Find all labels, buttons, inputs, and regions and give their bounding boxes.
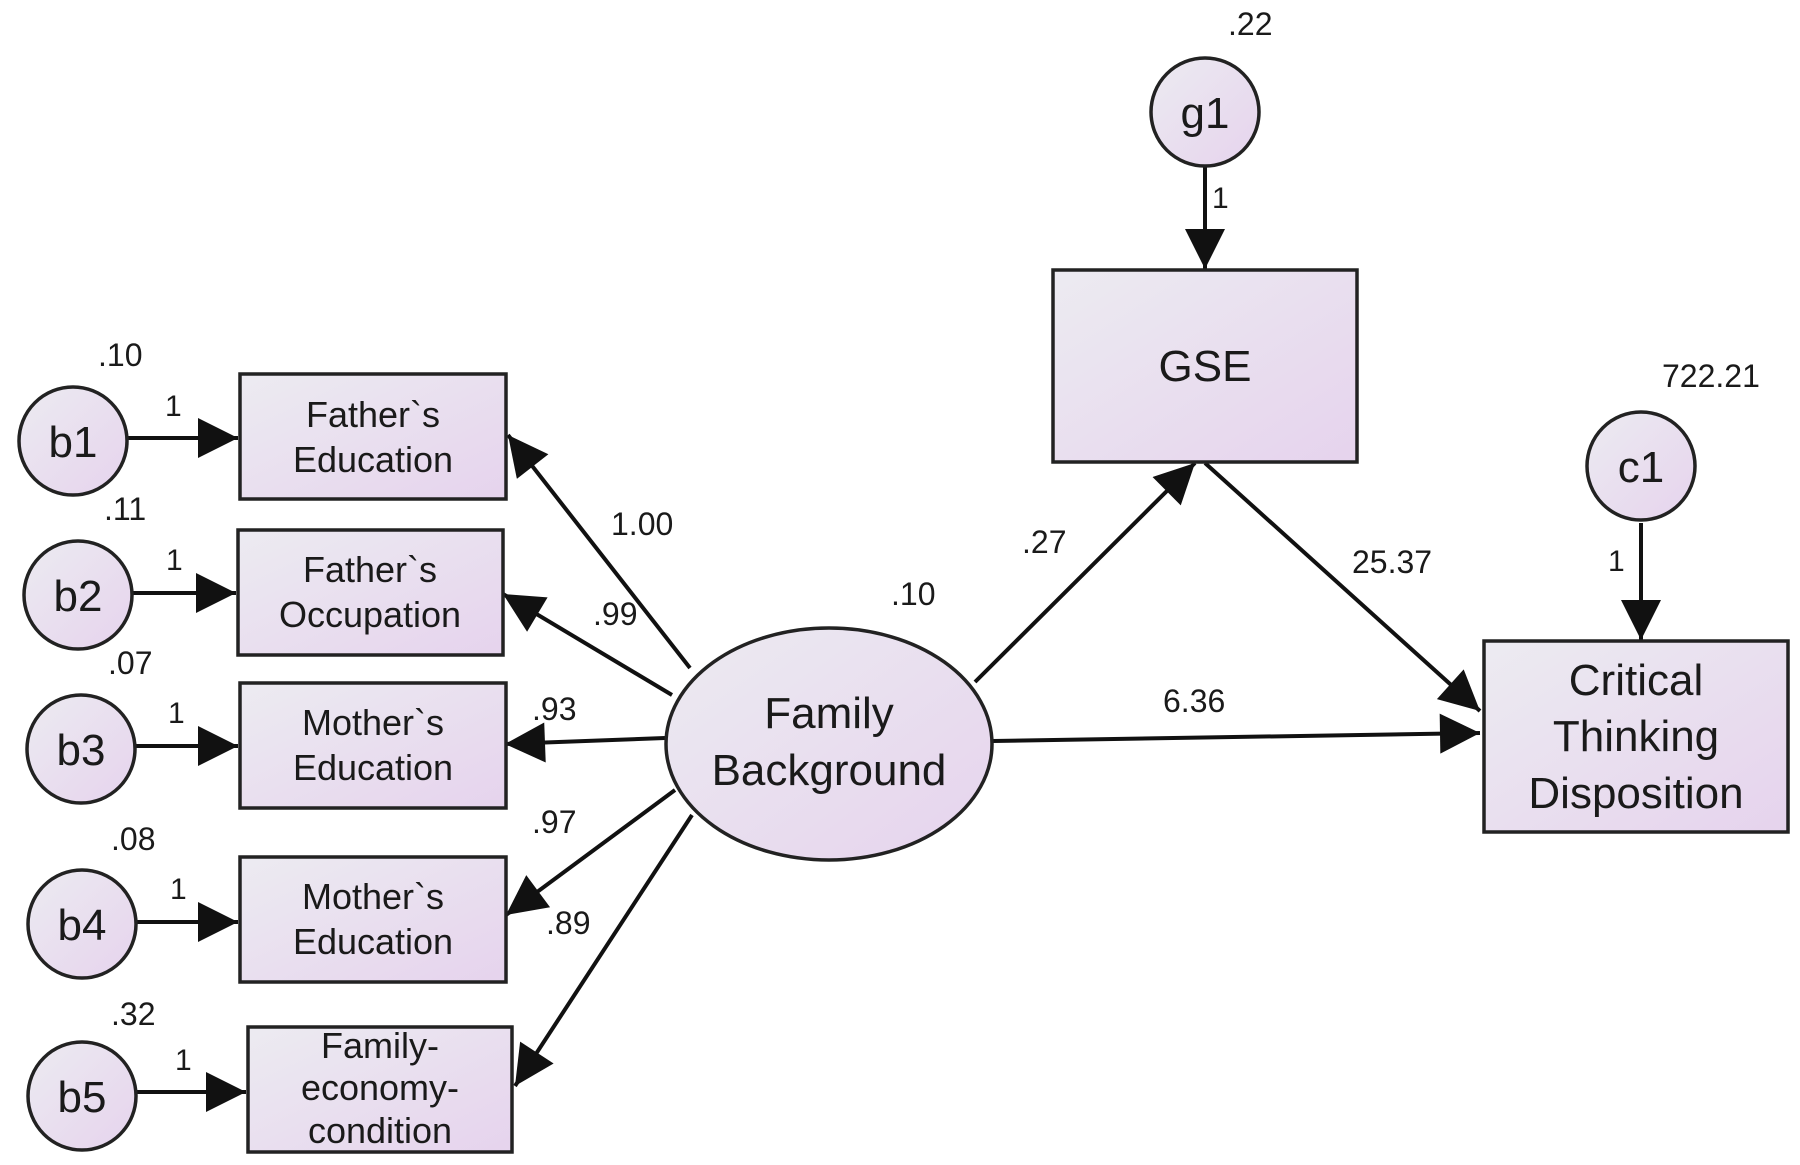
error-b2: b2 .11 1	[22, 491, 183, 651]
error-b5: b5 .32 1	[26, 996, 192, 1152]
box-rect	[238, 372, 508, 501]
box-father-occupation: Father`s Occupation	[236, 528, 505, 657]
box-rect	[1051, 268, 1359, 464]
latent-line-2: Background	[712, 746, 947, 795]
error-circle	[26, 868, 138, 980]
box-line-1: Mother`s	[302, 876, 444, 917]
error-b1: b1 .10 1	[17, 337, 182, 497]
gse-label: GSE	[1159, 342, 1252, 391]
error-label: c1	[1618, 443, 1664, 492]
box-line-2: economy-	[301, 1067, 459, 1108]
coef-gse-ctd: 25.37	[1352, 544, 1432, 580]
error-weight: 1	[1608, 545, 1625, 578]
ctd-line-1: Critical	[1569, 656, 1703, 705]
error-weight: 1	[175, 1044, 192, 1077]
error-weight: 1	[166, 544, 183, 577]
box-line-2: Education	[293, 747, 453, 788]
box-line-3: condition	[308, 1110, 452, 1151]
box-rect	[238, 681, 508, 810]
box-critical-thinking-disposition: Critical Thinking Disposition	[1482, 639, 1790, 834]
error-circle	[1585, 410, 1697, 522]
error-label: b1	[49, 418, 98, 467]
box-line-2: Education	[293, 921, 453, 962]
error-circle	[17, 385, 129, 497]
latent-variance: .10	[891, 576, 935, 612]
error-g1: g1 .22 1	[1149, 6, 1272, 215]
error-circle	[22, 539, 134, 651]
latent-line-1: Family	[764, 689, 894, 738]
edge-fb-father-occupation	[501, 592, 674, 697]
error-b3: b3 .07 1	[25, 645, 185, 805]
error-variance: .10	[98, 337, 142, 373]
error-weight: 1	[168, 697, 185, 730]
ctd-line-3: Disposition	[1528, 769, 1743, 818]
latent-family-background: Family Background .10	[664, 576, 994, 862]
error-weight: 1	[170, 873, 187, 906]
box-mother-education-1: Mother`s Education	[238, 681, 508, 810]
error-circle	[1149, 56, 1261, 168]
error-variance: .32	[111, 996, 155, 1032]
box-family-economy: Family- economy- condition	[246, 1025, 514, 1154]
error-label: b2	[54, 572, 103, 621]
ctd-line-2: Thinking	[1553, 712, 1719, 761]
path-coefficients: 1.00 .99 .93 .97 .89 .27 25.37 6.36	[532, 506, 1432, 941]
error-circle	[25, 693, 137, 805]
error-label: b3	[57, 726, 106, 775]
box-father-education: Father`s Education	[238, 372, 508, 501]
error-label: b4	[58, 901, 107, 950]
edge-fb-father-education	[506, 433, 692, 670]
coef-fb-mother-education-1: .93	[532, 691, 576, 727]
edge-gse-ctd	[1203, 461, 1482, 713]
box-line-1: Father`s	[306, 394, 440, 435]
error-b4: b4 .08 1	[26, 821, 187, 980]
box-line-2: Education	[293, 439, 453, 480]
error-terms: b1 .10 1 b2 .11 1 b3 .07 1 b4 .08 1 b5 .…	[17, 6, 1760, 1152]
box-line-1: Father`s	[303, 549, 437, 590]
indicator-boxes: Father`s Education Father`s Occupation M…	[236, 372, 514, 1154]
error-label: g1	[1181, 89, 1230, 138]
coef-fb-father-occupation: .99	[593, 596, 637, 632]
coef-fb-father-education: 1.00	[611, 506, 673, 542]
error-c1: c1 722.21 1	[1585, 358, 1760, 578]
edge-fb-family-economy	[513, 813, 694, 1088]
box-line-1: Family-	[321, 1025, 439, 1066]
box-gse: GSE	[1051, 268, 1359, 464]
error-variance: 722.21	[1662, 358, 1760, 394]
error-weight: 1	[1212, 182, 1229, 215]
error-variance: .07	[108, 645, 152, 681]
box-rect	[238, 855, 508, 984]
error-weight: 1	[165, 390, 182, 423]
error-circle	[26, 1040, 138, 1152]
coef-fb-ctd: 6.36	[1163, 683, 1225, 719]
box-rect	[246, 1025, 514, 1154]
edge-fb-mother-education-1	[504, 722, 666, 763]
box-mother-education-2: Mother`s Education	[238, 855, 508, 984]
edges	[128, 153, 1661, 1112]
box-rect	[1482, 639, 1790, 834]
error-variance: .11	[104, 491, 146, 527]
box-line-2: Occupation	[279, 594, 461, 635]
box-rect	[236, 528, 505, 657]
error-variance: .08	[111, 821, 155, 857]
edge-fb-mother-education-2	[504, 788, 677, 917]
latent-ellipse	[664, 626, 994, 862]
coef-fb-gse: .27	[1022, 524, 1066, 560]
edge-fb-ctd	[992, 713, 1481, 754]
edge-fb-gse	[973, 461, 1197, 684]
box-line-1: Mother`s	[302, 702, 444, 743]
error-variance: .22	[1228, 6, 1272, 42]
coef-fb-family-economy: .89	[546, 905, 590, 941]
coef-fb-mother-education-2: .97	[532, 804, 576, 840]
error-label: b5	[58, 1073, 107, 1122]
